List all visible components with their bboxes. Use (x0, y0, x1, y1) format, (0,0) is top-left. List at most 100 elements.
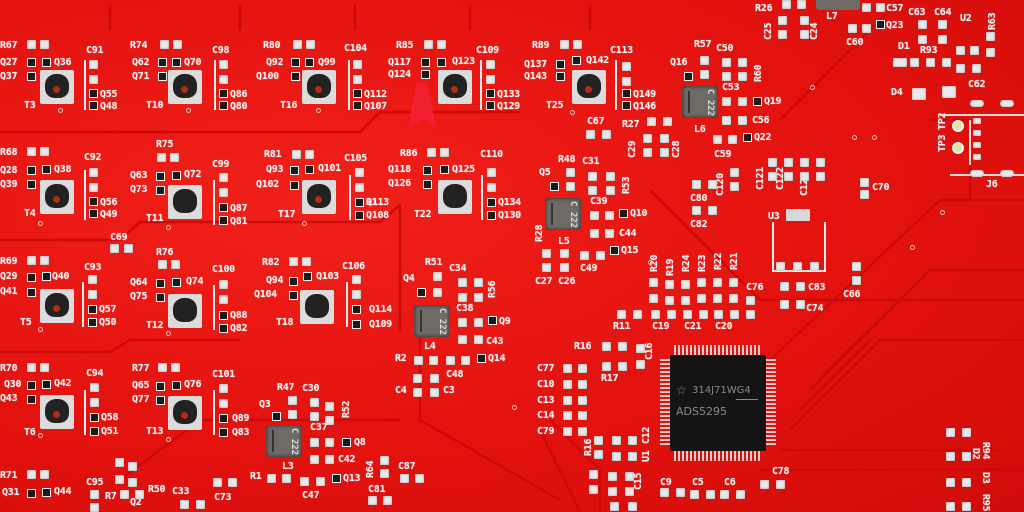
inductor-marking: C 222 (289, 428, 299, 456)
label: Q94 (266, 275, 284, 286)
label: C83 (808, 282, 826, 293)
label: Q72 (184, 169, 202, 180)
label: C69 (110, 232, 128, 243)
label: Q108 (366, 210, 389, 221)
label: L7 (826, 11, 838, 22)
label: R26 (755, 3, 773, 14)
label: Q65 (132, 380, 150, 391)
label: Q31 (2, 487, 20, 498)
label: Q104 (254, 289, 277, 300)
label: U1 (641, 450, 652, 462)
label: Q55 (100, 89, 118, 100)
label: C109 (476, 45, 499, 56)
label: C99 (212, 159, 230, 170)
label: R64 (365, 460, 376, 478)
label: Q63 (130, 170, 148, 181)
label: Q82 (230, 323, 248, 334)
label: Q64 (130, 277, 148, 288)
pad (124, 244, 133, 253)
label: Q118 (388, 164, 411, 175)
label: R56 (487, 280, 498, 298)
label: R17 (601, 373, 619, 384)
u3-tab (786, 209, 810, 221)
label: Q8 (354, 437, 366, 448)
via (872, 135, 877, 140)
via (38, 433, 43, 438)
label: Q100 (256, 71, 279, 82)
label: TP2 (937, 112, 948, 130)
via (570, 110, 575, 115)
label: L5 (558, 236, 570, 247)
via (302, 221, 307, 226)
label: Q124 (388, 69, 411, 80)
label: T13 (146, 426, 164, 437)
label: C81 (368, 484, 386, 495)
label: C10 (537, 379, 555, 390)
label: Q125 (452, 164, 475, 175)
chip-marking-part: ADS5295 (676, 405, 727, 418)
label: T11 (146, 213, 164, 224)
via (648, 260, 653, 265)
label: R1 (250, 471, 262, 482)
label: R50 (148, 484, 166, 495)
label: J6 (986, 179, 998, 190)
label: R51 (425, 257, 443, 268)
label: C70 (872, 182, 890, 193)
label: Q92 (266, 57, 284, 68)
label: Q75 (130, 291, 148, 302)
label: C91 (86, 45, 104, 56)
label: C120 (715, 173, 726, 196)
label: R1 (366, 197, 378, 208)
label: R63 (987, 12, 998, 30)
label: Q74 (186, 276, 204, 287)
label: C80 (690, 193, 708, 204)
label: D2 (970, 448, 981, 460)
label: T12 (146, 320, 164, 331)
via (166, 225, 171, 230)
label: R89 (532, 40, 550, 51)
inductor-marking: C 222 (568, 201, 578, 229)
label: Q10 (630, 208, 648, 219)
label: C4 (395, 385, 407, 396)
label: Q99 (318, 57, 336, 68)
label: Q129 (497, 101, 520, 112)
label: C30 (302, 383, 320, 394)
label: U3 (768, 211, 780, 222)
label: C12 (641, 426, 652, 444)
label: C26 (558, 276, 576, 287)
label: T4 (24, 208, 36, 219)
label: R11 (613, 321, 631, 332)
label: L4 (424, 341, 436, 352)
ic-pins-top (674, 345, 762, 355)
label: C31 (582, 156, 600, 167)
label: T10 (146, 100, 164, 111)
label: Q38 (54, 164, 72, 175)
label: Q143 (524, 71, 547, 82)
label: Q89 (232, 413, 250, 424)
label: Q142 (586, 55, 609, 66)
label: R77 (132, 363, 150, 374)
label: L3 (282, 461, 294, 472)
label: TP3 (937, 134, 948, 152)
label: C74 (806, 303, 824, 314)
label: C6 (724, 477, 736, 488)
label: T22 (414, 209, 432, 220)
label: Q109 (369, 319, 392, 330)
label: Q22 (754, 132, 772, 143)
label: Q36 (54, 57, 72, 68)
u3-outline (772, 222, 826, 272)
inductor-l7 (816, 0, 860, 10)
adc-chip-u1: ☆ 314J71WG4 ADS5295 (670, 355, 766, 451)
label: C15 (633, 472, 644, 490)
label: Q29 (0, 271, 18, 282)
via (316, 108, 321, 113)
ic-pins-right (766, 359, 776, 447)
label: Q146 (633, 101, 656, 112)
label: C92 (84, 152, 102, 163)
label: R52 (341, 400, 352, 418)
label: Q5 (539, 167, 551, 178)
label: Q71 (132, 71, 150, 82)
label: R2 (395, 353, 407, 364)
label: C39 (590, 196, 608, 207)
label: C29 (627, 140, 638, 158)
